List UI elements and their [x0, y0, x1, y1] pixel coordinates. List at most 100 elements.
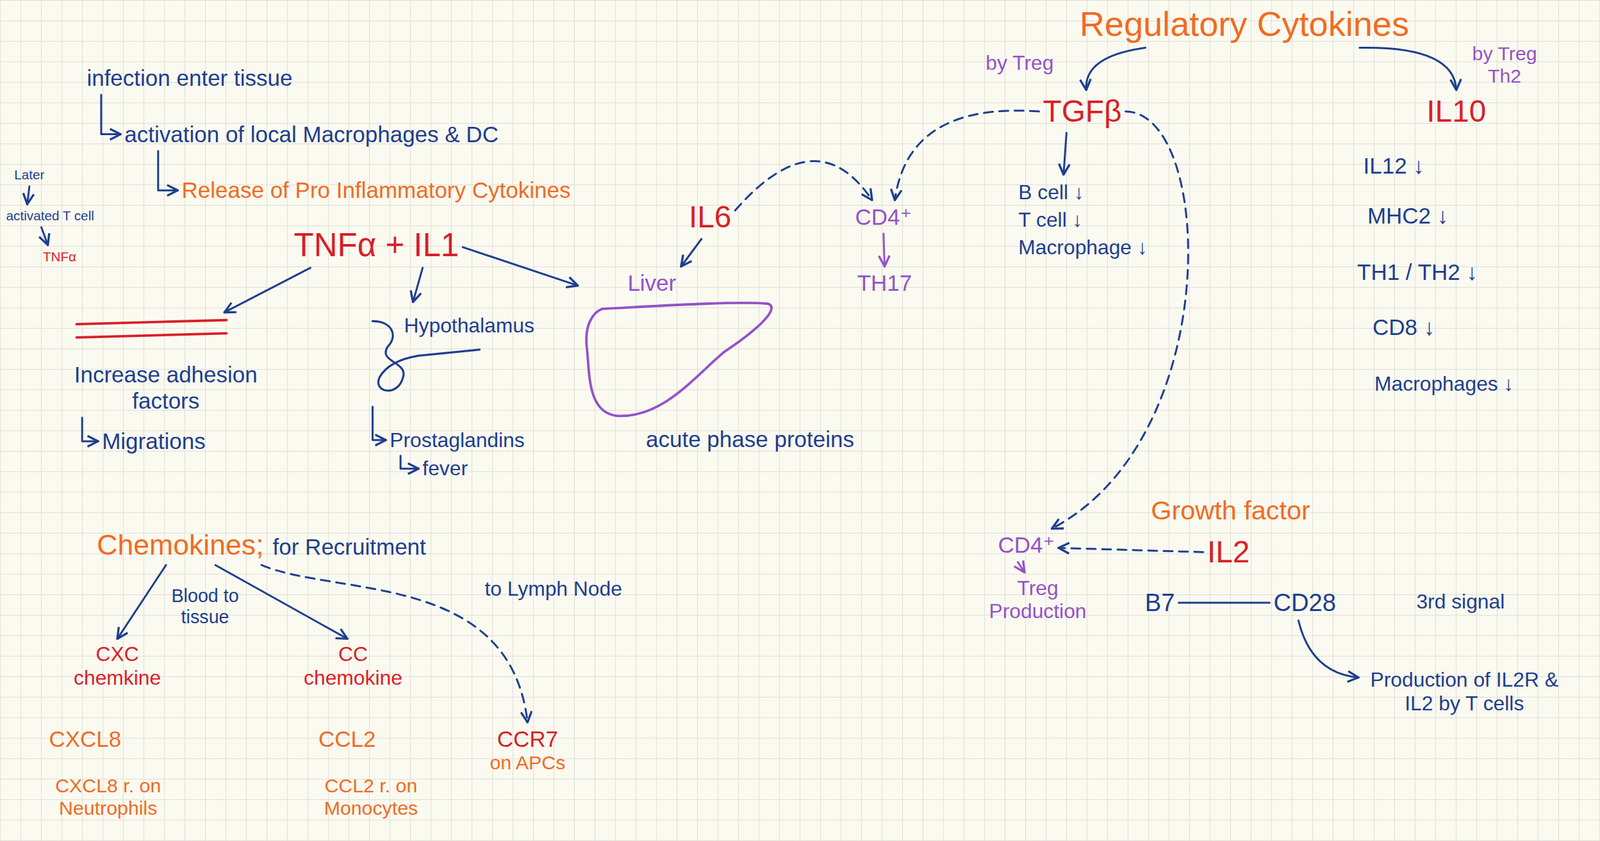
edge-label-box: by Treg [985, 51, 1054, 75]
note-node: CCR7on APCs [477, 726, 578, 775]
note-label-box: 3rd signal [1416, 590, 1505, 614]
edge-label-box: to Lymph Node [484, 577, 622, 602]
arrow [413, 267, 423, 303]
note-text: Prostaglandins [389, 428, 525, 453]
arrow [1179, 601, 1271, 604]
note-label-box: MHC2 ↓ [1367, 203, 1449, 229]
note-node: Production of IL2R & IL2 by T cells [1362, 668, 1567, 716]
note-label: CXCL8 [48, 726, 122, 753]
arrow [117, 565, 166, 639]
note-text: B7 [1145, 588, 1176, 618]
note-text: CXC chemkine [66, 642, 169, 690]
note-node: Chemokines;for Recruitment [96, 528, 427, 562]
note-node: Regulatory Cytokines [1079, 3, 1410, 44]
arrow [41, 227, 49, 246]
note-label: CCL2 [318, 726, 376, 753]
edge-label: to Lymph Node [484, 577, 622, 602]
note-text: B cell ↓ [1018, 178, 1148, 207]
note-node: TNFα [42, 249, 77, 265]
note-node: Prostaglandins [389, 428, 525, 453]
note-node: TGFβ [1043, 94, 1122, 130]
note-text: TNFα + IL1 [294, 226, 460, 265]
note-node: B cell ↓T cell ↓Macrophage ↓ [1018, 178, 1148, 262]
liver-outline [586, 303, 772, 416]
note-text: CD28 [1273, 588, 1337, 618]
note-label-box: CCL2 r. on Monocytes [301, 775, 440, 821]
note-node: activated T cell [6, 208, 95, 224]
note-node: Migrations [101, 428, 206, 455]
note-text: TH17 [857, 270, 913, 297]
note-text: activation of local Macrophages & DC [124, 121, 499, 148]
note-node: CD4⁺ [997, 532, 1055, 559]
dashed-arrow [1052, 111, 1189, 529]
note-label-box: Blood to tissue [161, 585, 250, 628]
note-node: CXC chemkine [66, 642, 169, 690]
arrow [462, 247, 578, 286]
note-label: CCL2 r. on Monocytes [301, 775, 440, 821]
note-node: CC chemokine [296, 642, 411, 690]
note-label-box: CXCL8 r. on Neutrophils [36, 775, 180, 821]
edge-label-box: by Treg Th2 [1460, 42, 1548, 88]
note-label-box: acute phase proteins [645, 426, 855, 453]
note-text: infection enter tissue [86, 65, 293, 91]
arrow [82, 417, 99, 442]
note-label: IL12 ↓ [1363, 153, 1425, 179]
note-label-box: IL12 ↓ [1363, 153, 1425, 179]
note-label: Blood to tissue [161, 585, 250, 628]
dashed-arrow [734, 161, 873, 211]
note-label-box: TH1 / TH2 ↓ [1357, 259, 1478, 286]
note-node: activation of local Macrophages & DC [124, 121, 499, 148]
note-text: for Recruitment [272, 534, 427, 561]
note-text: CD4⁺ [997, 532, 1055, 559]
note-text: CD4⁺ [855, 204, 913, 231]
note-label-box: CXCL8 [48, 726, 122, 753]
edge-label: by Treg Th2 [1460, 42, 1548, 88]
arrow [681, 239, 702, 267]
note-node: IL2 [1207, 535, 1250, 571]
note-label-box: Growth factor [1150, 495, 1310, 527]
note-label: acute phase proteins [645, 426, 855, 453]
note-text: Hypothalamus [404, 313, 544, 338]
arrow [101, 94, 121, 135]
note-text: Release of Pro Inflammatory Cytokines [181, 177, 571, 204]
note-text: Liver [627, 270, 781, 297]
note-label: CXCL8 r. on Neutrophils [36, 775, 180, 821]
arrow [224, 267, 311, 313]
arrow [27, 186, 30, 205]
note-node: IL10 [1426, 94, 1486, 130]
note-text: Later [14, 167, 45, 183]
note-label: CD8 ↓ [1372, 314, 1435, 341]
note-text: Migrations [101, 428, 206, 455]
note-text: CCR7 [477, 726, 578, 753]
note-node: Increase adhesion factors [61, 316, 272, 414]
vessel-lines [76, 320, 227, 338]
note-label-box: Macrophages ↓ [1374, 372, 1514, 396]
note-text: TNFα [42, 249, 77, 265]
arrow [1063, 133, 1067, 175]
note-label: Macrophages ↓ [1374, 372, 1514, 396]
note-label: 3rd signal [1416, 590, 1505, 614]
note-node: TH17 [857, 270, 913, 297]
note-node: fever [422, 456, 468, 481]
note-node: TNFα + IL1 [294, 226, 460, 265]
note-label: TH1 / TH2 ↓ [1357, 259, 1478, 286]
note-text: Macrophage ↓ [1018, 233, 1148, 262]
note-node: Later [14, 167, 45, 183]
arrow [883, 233, 885, 267]
note-text: IL2 [1207, 535, 1250, 571]
note-text: IL6 [688, 199, 732, 236]
note-node: CD4⁺ [855, 204, 913, 231]
note-node: B7 [1145, 588, 1176, 618]
note-text: activated T cell [6, 208, 95, 224]
note-text: CC chemokine [296, 642, 411, 690]
arrow [372, 406, 387, 441]
note-label: MHC2 ↓ [1367, 203, 1449, 229]
dashed-arrow [1058, 547, 1204, 553]
note-label-box: CD8 ↓ [1372, 314, 1435, 341]
note-text: TGFβ [1043, 94, 1122, 130]
arrow [1086, 48, 1146, 91]
note-text: Increase adhesion factors [61, 362, 272, 414]
note-node: Release of Pro Inflammatory Cytokines [181, 177, 571, 204]
note-node: Treg Production [971, 576, 1105, 624]
note-text: Regulatory Cytokines [1079, 3, 1410, 44]
